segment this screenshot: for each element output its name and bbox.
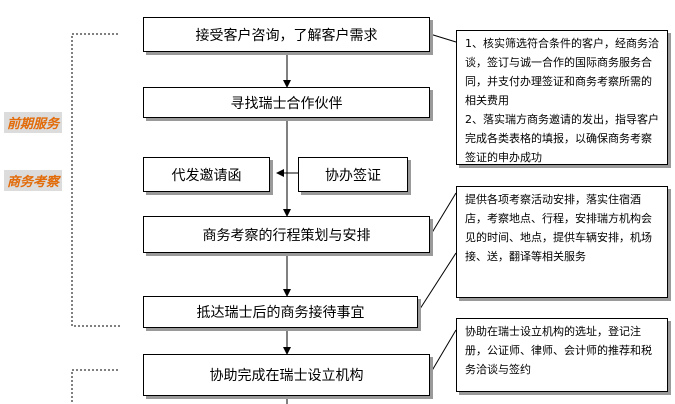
step-consult-client: 接受客户咨询，了解客户需求 — [143, 17, 430, 52]
note-inspection-services: 提供各项考察活动安排，落实住宿酒店，考察地点、行程，安排瑞方机构会见的时间、地点… — [456, 186, 668, 298]
step-find-partner: 寻找瑞士合作伙伴 — [143, 87, 430, 118]
lower-bracket — [71, 369, 118, 404]
step-establish-entity: 协助完成在瑞士设立机构 — [143, 354, 430, 396]
step-send-invitation: 代发邀请函 — [143, 157, 270, 192]
leader-step1-note1 — [429, 33, 457, 43]
step-itinerary-planning: 商务考察的行程策划与安排 — [143, 216, 430, 253]
step-reception-in-switzerland: 抵达瑞士后的商务接待事宜 — [143, 296, 418, 328]
leader-step5-note2 — [417, 252, 457, 313]
leader-step4-note2 — [429, 192, 457, 237]
step-visa-assist: 协办签证 — [298, 157, 408, 192]
note-client-screening: 1、核实筛选符合条件的客户，经商务洽谈，签订与诚一合作的国际商务服务合同，并支付… — [456, 30, 668, 165]
pre-service-bracket — [71, 33, 120, 327]
side-label-pre-service: 前期服务 — [4, 112, 63, 133]
note-entity-setup: 协助在瑞士设立机构的选址，登记注册，公证师、律师、会计师的推荐和税务洽谈与签约 — [456, 318, 668, 392]
leader-step6-note3 — [429, 329, 457, 375]
side-label-business-inspection: 商务考察 — [4, 170, 63, 191]
